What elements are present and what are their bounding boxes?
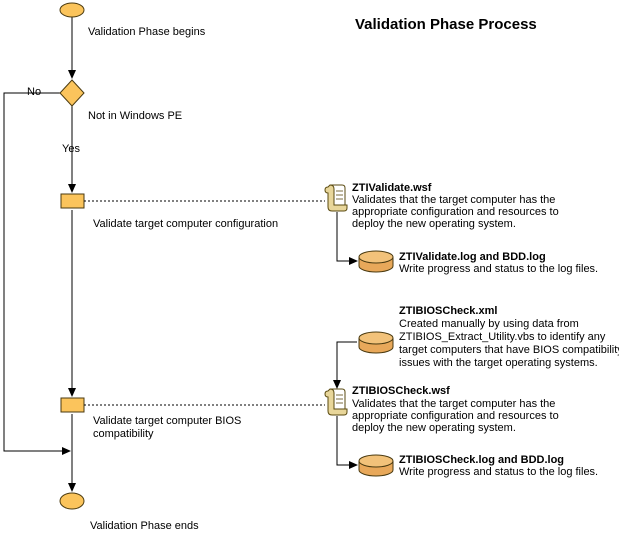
decision-diamond [59,79,85,107]
ztivalidate-desc-line1: Validates that the target computer has t… [352,194,556,206]
start-oval [59,2,85,18]
database-icon [358,250,394,273]
validate-config-label: Validate target computer configuration [93,218,279,230]
ztivalidate-log-name: ZTIValidate.log and BDD.log [399,251,546,263]
bioswsf-desc-line2: appropriate configuration and resources … [352,410,559,422]
script-scroll-icon [324,388,348,416]
bioswsf-desc-line1: Validates that the target computer has t… [352,398,556,410]
biosxml-desc-line2: ZTIBIOS_Extract_Utility.vbs to identify … [399,331,606,343]
flow-line-no-bypass [3,92,71,455]
script-scroll-icon [324,184,348,212]
decision-label: Not in Windows PE [88,110,183,122]
connector-validate-to-log [336,212,358,265]
yes-branch-label: Yes [62,143,80,155]
bioswsf-desc-line3: deploy the new operating system. [352,422,516,434]
connector-xml-to-bios [333,341,357,389]
validate-bios-label-line1: Validate target computer BIOS [93,415,242,427]
biosxml-desc-line3: target computers that have BIOS compatib… [399,344,619,356]
page-title: Validation Phase Process [355,16,537,33]
bioslog-desc: Write progress and status to the log fil… [399,466,599,478]
database-icon [358,454,394,477]
end-label: Validation Phase ends [90,520,199,532]
no-branch-label: No [27,86,42,98]
biosxml-desc-line1: Created manually by using data from [399,318,579,330]
validate-config-box [60,193,85,209]
bioslog-name: ZTIBIOSCheck.log and BDD.log [399,454,565,466]
end-oval [59,492,85,510]
bioswsf-name: ZTIBIOSCheck.wsf [352,385,450,397]
ztivalidate-name: ZTIValidate.wsf [352,182,432,194]
ztivalidate-desc-line3: deploy the new operating system. [352,218,516,230]
ztivalidate-log-desc: Write progress and status to the log fil… [399,263,599,275]
validate-bios-box [60,397,85,413]
start-label: Validation Phase begins [88,26,206,38]
biosxml-desc-line4: issues with the target operating systems… [399,357,598,369]
validate-bios-label-line2: compatibility [93,428,154,440]
biosxml-name: ZTIBIOSCheck.xml [399,305,498,317]
connector-bios-to-log [336,416,358,469]
ztivalidate-desc-line2: appropriate configuration and resources … [352,206,559,218]
database-icon [358,331,394,354]
